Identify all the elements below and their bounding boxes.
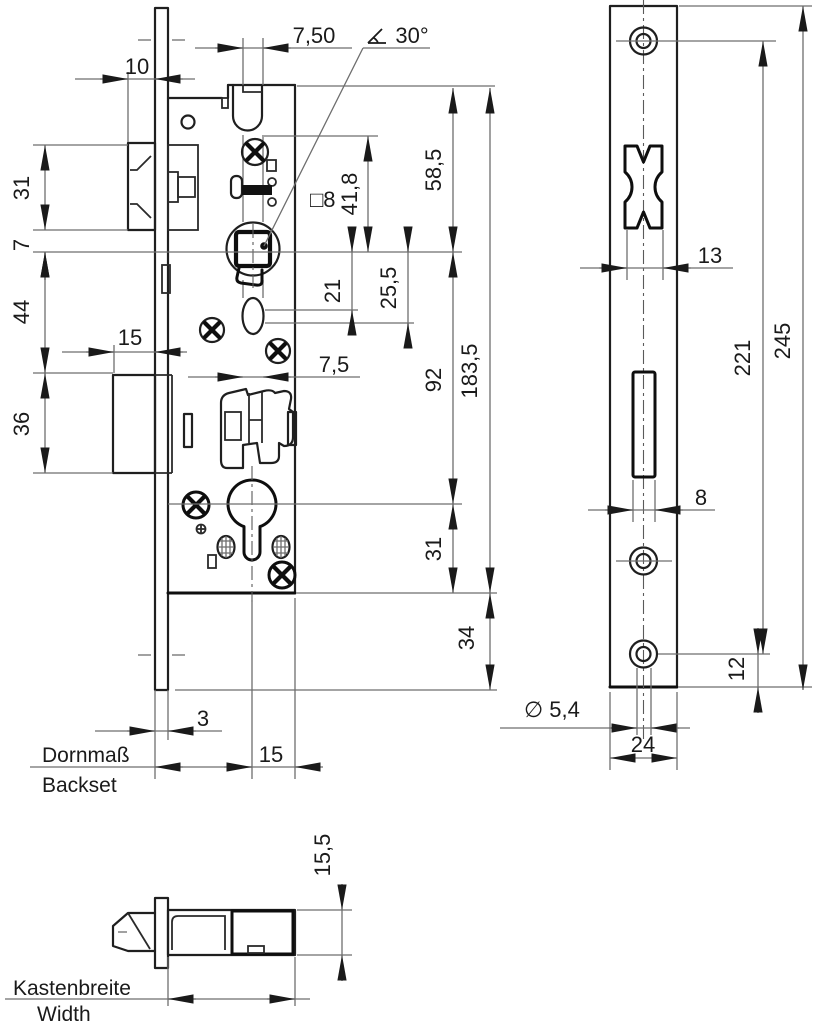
- case-slot-right: [286, 410, 298, 447]
- dim-center-to-case-back: 15: [259, 742, 283, 767]
- dim-screw-hole-spacing: 221: [730, 340, 755, 377]
- faceplate-edge: [138, 6, 185, 692]
- dim-hole-to-plate-end: 12: [724, 657, 749, 681]
- screw-hole-bottom: [628, 639, 659, 669]
- euro-cylinder-hole: [226, 466, 278, 602]
- dim-plate-thickness: 3: [197, 706, 209, 731]
- phillips-screw-icon: [240, 137, 270, 167]
- dim-case-height: 183,5: [457, 343, 482, 398]
- case-slot-left: [182, 412, 194, 449]
- latch-bolt: [126, 141, 199, 232]
- phillips-screw-icon: [198, 316, 226, 344]
- dim-latch-protrusion: 10: [125, 54, 149, 79]
- dim-square-spindle: □8: [310, 187, 336, 212]
- dim-latch-follower-gap: 7: [9, 239, 34, 251]
- dim-latch-to-follower: 41,8: [337, 173, 362, 216]
- deadbolt: [111, 373, 173, 475]
- oval-hole: [241, 296, 265, 336]
- dim-follower-to-bolt: 44: [9, 300, 34, 324]
- dim-follower-to-cylinder: 92: [421, 368, 446, 392]
- claw-stop-piece: [219, 387, 295, 470]
- dim-screw-hole-diameter: ∅ 5,4: [524, 697, 580, 722]
- dim-case-thickness: 15,5: [310, 834, 335, 877]
- dim-top-to-follower: 58,5: [421, 149, 446, 192]
- dim-plate-length: 245: [770, 323, 795, 360]
- dimension-lines: [5, 5, 812, 1006]
- faceplate-front-view: [608, 0, 679, 740]
- dim-slot-width: 8: [695, 485, 707, 510]
- dim-latch-height: 31: [9, 176, 34, 200]
- dim-latch-cutout-width: 13: [698, 243, 722, 268]
- dim-follower-to-slot-bottom: 25,5: [376, 267, 401, 310]
- case-width-label-de: Kastenbreite: [13, 977, 131, 1000]
- tiny-screw-icon: [195, 523, 207, 535]
- case-width-label-en: Width: [37, 1003, 91, 1024]
- case-hole: [180, 114, 196, 130]
- rivet-hatched-icon: [216, 534, 236, 560]
- follower-square-spindle: [225, 221, 281, 292]
- dim-bolt-throw: 15: [118, 325, 142, 350]
- small-slot: [207, 554, 217, 569]
- cylinder-slot: [631, 370, 657, 479]
- dim-guide-width-mid: 7,5: [319, 352, 350, 377]
- faceplate-tab: [161, 264, 171, 294]
- dim-plate-width: 24: [631, 732, 655, 757]
- backset-label-de: Dornmaß: [42, 744, 130, 767]
- backset-label-en: Backset: [42, 774, 117, 797]
- stop-bolt-detail: [229, 159, 277, 207]
- latch-cutout: [623, 144, 664, 230]
- dim-follower-to-slot: 21: [320, 279, 345, 303]
- dimension-labels: 7,50 30° 10 31 7 44 36 15 7,5 □8 41,8 58…: [9, 23, 795, 1024]
- dim-bolt-height: 36: [9, 412, 34, 436]
- dim-case-bottom-to-plate-end: 34: [454, 626, 479, 650]
- phillips-screw-icon: [181, 490, 211, 520]
- dim-follower-angle: 30°: [395, 23, 428, 48]
- dim-cylinder-to-bottom: 31: [421, 537, 446, 561]
- rivet-hatched-icon: [271, 534, 291, 560]
- dim-latch-guide-width-top: 7,50: [293, 23, 336, 48]
- angle-icon: [367, 28, 386, 44]
- lock-case-front-view: [111, 6, 298, 692]
- lock-case-side-view: [111, 896, 297, 970]
- phillips-screw-icon: [267, 560, 297, 590]
- phillips-screw-icon: [264, 337, 292, 365]
